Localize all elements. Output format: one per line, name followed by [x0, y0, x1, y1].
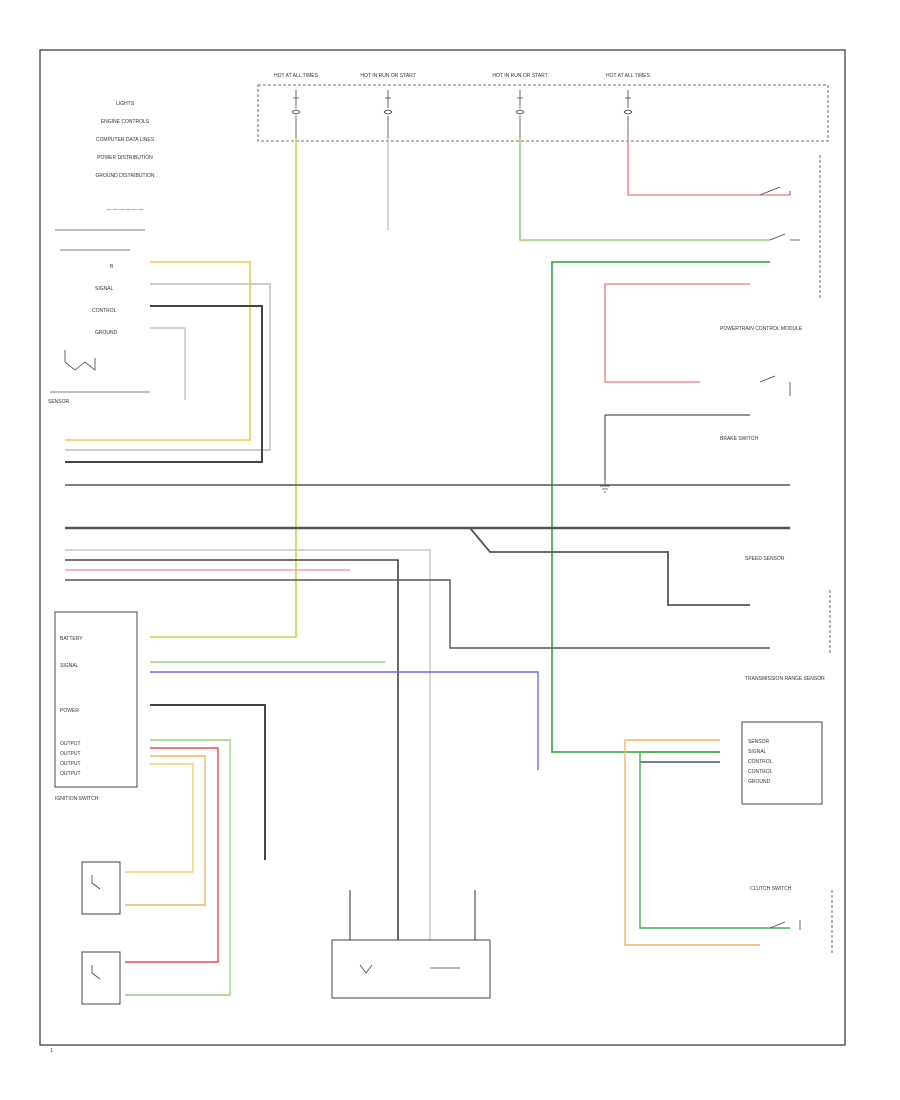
wire-out-green: [125, 739, 231, 996]
wire-out-orange: [125, 755, 206, 906]
wire-pink-fuse4: [627, 138, 790, 196]
wire-black-sensor: [65, 305, 263, 463]
svg-text:OUTPUT: OUTPUT: [60, 771, 81, 777]
bottom-connector: [331, 939, 491, 999]
wire-right-green: [639, 751, 790, 929]
ignition-switch-label: IGNITION SWITCH: [55, 796, 99, 802]
wire-ground-sensor: [150, 327, 186, 400]
fuse-label-3: HOT IN RUN OR START: [492, 73, 547, 79]
svg-text:POWER: POWER: [60, 708, 79, 714]
svg-text:OUTPUT: OUTPUT: [60, 741, 81, 747]
svg-text:B: B: [110, 264, 114, 270]
fuse-label-2: HOT IN RUN OR START: [360, 73, 415, 79]
note-line-7: — — — — — —: [107, 207, 144, 213]
notes-block: LIGHTS ENGINE CONTROLS COMPUTER DATA LIN…: [96, 101, 155, 213]
left-connector-labels: B SIGNAL CONTROL GROUND: [92, 264, 118, 336]
svg-text:SIGNAL: SIGNAL: [60, 663, 79, 669]
wire-green-right: [551, 261, 770, 753]
svg-text:BATTERY: BATTERY: [60, 636, 83, 642]
clutch-switch-label: CLUTCH SWITCH: [750, 886, 792, 892]
svg-text:SIGNAL: SIGNAL: [95, 286, 114, 292]
note-line-5: GROUND DISTRIBUTION: [96, 173, 155, 179]
speed-sensor-label: SPEED SENSOR: [745, 556, 785, 562]
fuse-label-4: HOT AT ALL TIMES: [606, 73, 651, 79]
fuse-symbols: [291, 90, 633, 138]
note-line-4: POWER DISTRIBUTION: [97, 155, 153, 161]
wire-mid-1: [65, 549, 431, 945]
wire-right-orange: [624, 739, 760, 946]
brake-switch-label: BRAKE SWITCH: [720, 436, 758, 442]
svg-text:OUTPUT: OUTPUT: [60, 761, 81, 767]
page-marker: 1: [50, 1048, 53, 1054]
switch-box-1: [81, 861, 121, 915]
svg-text:CONTROL: CONTROL: [92, 308, 117, 314]
fuse-label-1: HOT AT ALL TIMES: [274, 73, 319, 79]
sensor-symbol: [64, 350, 96, 371]
diagram-frame: [39, 49, 846, 1046]
wire-gray-sensor: [65, 283, 271, 451]
pcm-label: POWERTRAIN CONTROL MODULE: [720, 326, 803, 332]
trs-label: TRANSMISSION RANGE SENSOR: [745, 676, 825, 682]
switch-box-2: [81, 951, 121, 1005]
wire-bus-3: [469, 527, 750, 606]
svg-text:CONTROL: CONTROL: [748, 769, 773, 775]
left-module: [54, 611, 138, 788]
svg-text:SIGNAL: SIGNAL: [748, 749, 767, 755]
note-line-1: LIGHTS: [116, 101, 135, 107]
svg-text:GROUND: GROUND: [748, 779, 771, 785]
ground-icon: [600, 480, 610, 493]
sensor-label: SENSOR: [48, 399, 70, 405]
wire-yellow-sensor: [65, 261, 251, 441]
wire-mid-4: [65, 579, 770, 649]
right-module: [741, 721, 823, 805]
wire-out-red: [125, 747, 219, 963]
top-fuse-labels: HOT AT ALL TIMES HOT IN RUN OR START HOT…: [274, 73, 651, 79]
wire-ign-blue: [150, 671, 539, 770]
note-line-3: COMPUTER DATA LINES: [96, 137, 155, 143]
svg-text:GROUND: GROUND: [95, 330, 118, 336]
wire-green-fuse3: [519, 138, 770, 241]
wire-out-yellow: [125, 763, 194, 873]
svg-text:SENSOR: SENSOR: [748, 739, 770, 745]
svg-text:OUTPUT: OUTPUT: [60, 751, 81, 757]
wire-red-right: [604, 283, 750, 383]
svg-text:CONTROL: CONTROL: [748, 759, 773, 765]
note-line-2: ENGINE CONTROLS: [101, 119, 150, 125]
wire-ign-black: [150, 704, 266, 860]
fuse-box: [257, 84, 829, 142]
wire-mid-2: [65, 559, 399, 945]
wire-ygreen-fuse1: [150, 138, 297, 638]
